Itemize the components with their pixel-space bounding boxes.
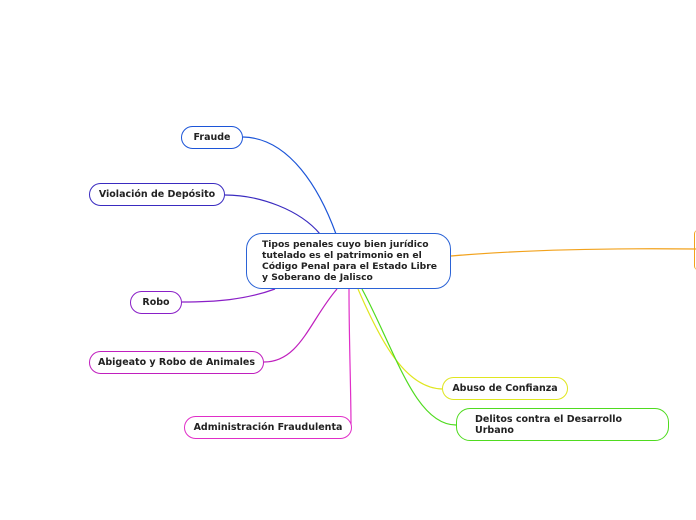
topic-label: Fraude: [193, 132, 231, 143]
offscreen-topic-node-edge[interactable]: [694, 230, 696, 270]
topic-node-abigeato[interactable]: Abigeato y Robo de Animales: [89, 351, 264, 374]
topic-label: Abuso de Confianza: [452, 383, 558, 394]
topic-node-administracion-fraudulenta[interactable]: Administración Fraudulenta: [184, 416, 352, 439]
connector-fraude: [242, 136, 337, 235]
connector-administracion: [348, 288, 352, 428]
topic-node-violacion-de-deposito[interactable]: Violación de Depósito: [89, 183, 225, 206]
topic-label-line: Urbano: [475, 424, 514, 436]
topic-label: Administración Fraudulenta: [193, 422, 343, 433]
topic-node-fraude[interactable]: Fraude: [181, 126, 243, 149]
central-topic-line: Tipos penales cuyo bien jurídico: [262, 239, 429, 250]
topic-label: Violación de Depósito: [98, 189, 216, 200]
topic-node-delitos-desarrollo-urbano[interactable]: Delitos contra el Desarrollo Urbano: [456, 408, 669, 441]
topic-node-abuso-de-confianza[interactable]: Abuso de Confianza: [442, 377, 568, 400]
connector-abigeato: [263, 288, 338, 363]
central-topic-line: Código Penal para el Estado Libre: [262, 261, 437, 272]
topic-label-line: Delitos contra el Desarrollo: [475, 413, 623, 425]
topic-label: Delitos contra el Desarrollo Urbano: [475, 414, 622, 436]
central-topic-text: Tipos penales cuyo bien jurídico tutelad…: [262, 239, 437, 283]
central-topic-line: tutelado es el patrimonio en el: [262, 250, 422, 261]
central-topic-line: y Soberano de Jalisco: [262, 272, 373, 283]
connector-robo: [181, 288, 276, 303]
connector-violacion: [224, 194, 321, 235]
topic-node-robo[interactable]: Robo: [130, 291, 182, 314]
connector-delitos: [361, 288, 457, 426]
topic-label: Robo: [142, 297, 170, 308]
connector-abuso: [357, 288, 443, 390]
connector-offscreen: [450, 248, 696, 257]
topic-label: Abigeato y Robo de Animales: [97, 357, 255, 368]
central-topic-node[interactable]: Tipos penales cuyo bien jurídico tutelad…: [246, 233, 451, 289]
